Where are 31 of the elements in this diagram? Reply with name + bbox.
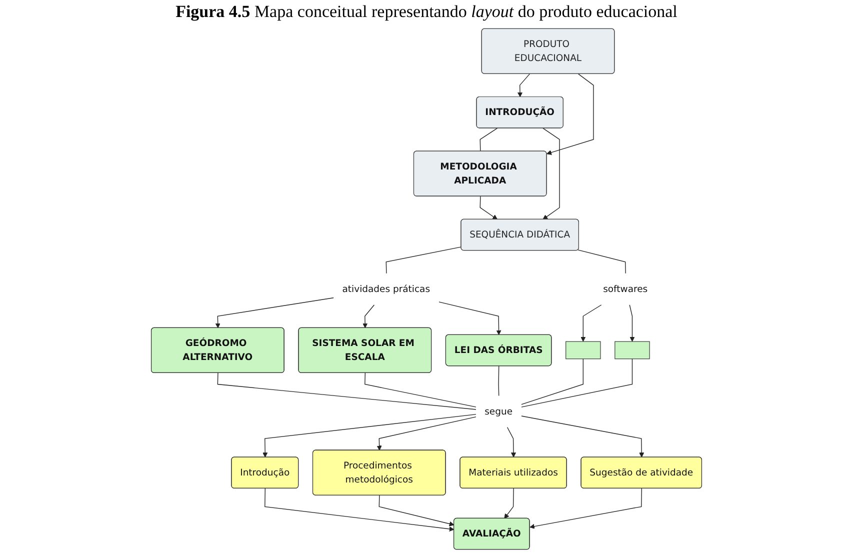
arrow (504, 488, 514, 519)
node-box (566, 341, 601, 360)
arrow (438, 302, 502, 336)
connector (480, 128, 498, 152)
figure-title: Figura 4.5 Mapa conceitual representando layout do produto educacional (174, 1, 678, 23)
connector (498, 366, 500, 396)
connector (364, 372, 477, 408)
arrow (376, 416, 477, 451)
arrow (480, 196, 498, 220)
arrow (215, 297, 334, 328)
arrow (264, 488, 454, 532)
arrow (517, 74, 530, 98)
node-text: softwares (603, 283, 648, 294)
node-text: segue (484, 406, 513, 417)
connector (521, 358, 633, 408)
arrow (378, 495, 454, 526)
node-box (614, 341, 650, 360)
arrow (542, 128, 560, 220)
arrow (521, 416, 644, 458)
node-text: atividades práticas (342, 283, 430, 294)
arrow (629, 304, 635, 342)
arrow (506, 426, 516, 458)
connector (386, 246, 462, 274)
arrow (580, 304, 602, 342)
connector (217, 372, 477, 410)
connector (578, 250, 626, 274)
arrow (530, 488, 642, 529)
arrow (546, 74, 594, 155)
connector (521, 358, 584, 405)
arrow (362, 304, 375, 328)
arrow (262, 414, 477, 458)
